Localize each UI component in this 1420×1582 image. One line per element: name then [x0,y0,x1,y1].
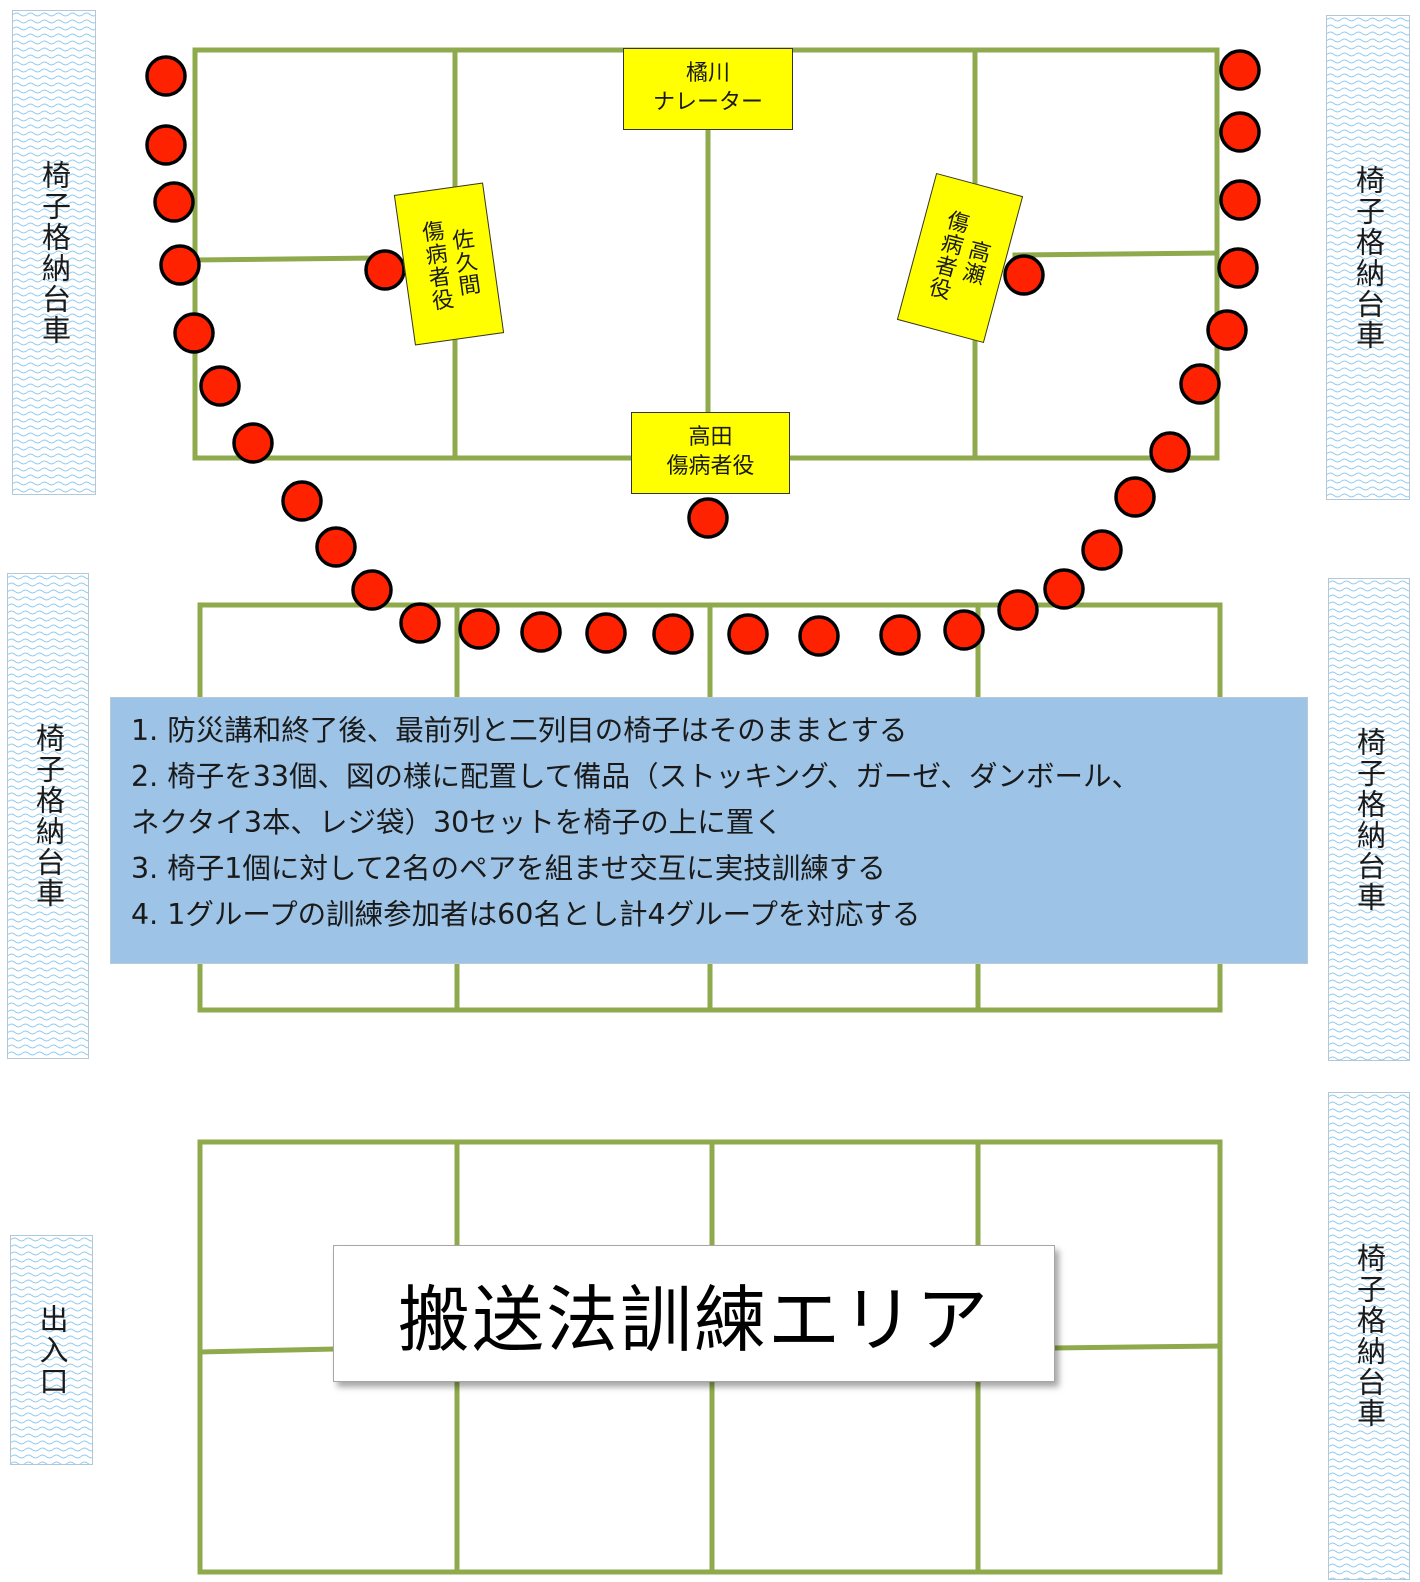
chair [232,422,274,464]
chair [199,365,241,407]
takada-label: 高田 傷病者役 [666,425,755,479]
chair-cart-left-top-label: 椅子格納台車 [37,159,72,346]
instruction-line: 1. 防災講和終了後、最前列と二列目の椅子はそのままとする [131,714,908,747]
chair-cart-left-mid: 椅子格納台車 [7,573,89,1059]
instruction-line: 3. 椅子1個に対して2名のペアを組ませ交互に実技訓練する [131,852,886,885]
chair [1217,247,1259,289]
takase-label: 高瀬 傷病者役 [922,206,993,303]
chair [727,613,769,655]
chair [520,611,562,653]
entrance: 出入口 [10,1235,93,1465]
bottom-grid-divider [197,1346,336,1355]
chair-cart-right-bottom: 椅子格納台車 [1328,1092,1410,1580]
bottom-grid-divider [1050,1343,1223,1351]
chair-cart-right-top-label: 椅子格納台車 [1351,164,1386,351]
sakuma-label: 佐久間 傷病者役 [416,218,482,314]
chair-cart-right-bottom-label: 椅子格納台車 [1352,1243,1387,1429]
instruction-line: 4. 1グループの訓練参加者は60名とし計4グループを対応する [131,898,921,931]
chair [1179,363,1221,405]
chair [1114,476,1156,518]
chair [1149,431,1191,473]
instruction-line: ネクタイ3本、レジ袋）30セットを椅子の上に置く [131,806,783,839]
chairs [145,49,1261,657]
chair [1219,49,1261,91]
chair [585,612,627,654]
narrator-box: 橘川 ナレーター [623,48,793,130]
chair [145,124,187,166]
chair [315,526,357,568]
top-grid-divider [192,255,378,263]
chair [153,181,195,223]
chair [1219,111,1261,153]
chair-cart-left-mid-label: 椅子格納台車 [31,723,66,909]
chair [687,497,729,539]
chair-cart-right-mid: 椅子格納台車 [1328,578,1410,1061]
chair [364,249,406,291]
chair-cart-left-top: 椅子格納台車 [12,10,96,495]
chair [145,55,187,97]
chair [281,480,323,522]
chair [1206,309,1248,351]
instructions-panel: 1. 防災講和終了後、最前列と二列目の椅子はそのままとする 2. 椅子を33個、… [110,697,1308,964]
chair [159,244,201,286]
chair [1003,254,1045,296]
chair-cart-right-top: 椅子格納台車 [1326,15,1410,500]
takada-box: 高田 傷病者役 [631,412,790,494]
chair [399,602,441,644]
chair [1219,179,1261,221]
training-area-title: 搬送法訓練エリア [333,1245,1055,1382]
chair [997,589,1039,631]
chair [351,569,393,611]
narrator-label: 橘川 ナレーター [652,61,763,115]
chair [943,609,985,651]
chair [458,608,500,650]
chair-cart-right-mid-label: 椅子格納台車 [1352,726,1387,913]
chair [1081,529,1123,571]
chair [879,614,921,656]
chair [652,613,694,655]
entrance-label: 出入口 [35,1303,69,1397]
top-grid-divider [1012,250,1220,258]
chair [798,615,840,657]
instruction-line: 2. 椅子を33個、図の様に配置して備品（ストッキング、ガーゼ、ダンボール、 [131,760,1141,793]
chair [1043,568,1085,610]
chair [173,312,215,354]
